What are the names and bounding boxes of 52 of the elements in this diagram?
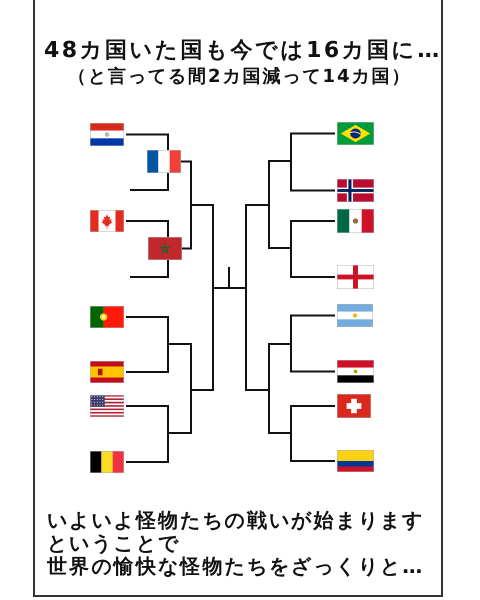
bracket-line	[228, 267, 230, 289]
flag-icon	[337, 209, 374, 233]
bracket-line	[190, 204, 214, 289]
flag-icon	[90, 210, 124, 232]
bracket-line	[268, 389, 292, 434]
flag-icon	[337, 122, 374, 145]
flag-icon	[90, 306, 124, 328]
bracket-line	[190, 287, 214, 391]
bracket-line	[181, 204, 192, 250]
bracket-line	[290, 132, 335, 162]
flag-icon	[90, 123, 124, 146]
bracket-line	[290, 314, 335, 345]
bracket-line	[126, 220, 169, 238]
bracket-line	[268, 160, 292, 206]
bracket-line	[245, 287, 270, 391]
bracket-line	[126, 134, 169, 151]
bracket-line	[167, 343, 192, 391]
bracket-line	[130, 259, 169, 278]
bracket-line	[290, 247, 335, 278]
title: 48カ国いた国も今では16カ国に…	[44, 40, 442, 62]
bracket-line	[290, 432, 335, 462]
flag-icon	[90, 451, 124, 473]
flag-icon	[337, 265, 374, 289]
bracket-line	[126, 405, 169, 434]
bracket-line	[130, 172, 169, 191]
flag-icon	[337, 304, 373, 327]
flag-icon	[90, 395, 124, 417]
bracket-line	[167, 389, 192, 434]
flag-icon	[147, 150, 181, 173]
bracket-line	[126, 343, 169, 373]
bracket-line	[290, 220, 335, 249]
bracket-line	[268, 343, 292, 391]
flag-icon	[337, 394, 371, 418]
bracket-line	[290, 343, 335, 372]
bracket-line	[290, 160, 335, 192]
subtitle: （と言ってる間2カ国減って14カ国）	[68, 68, 412, 86]
flag-icon	[337, 450, 374, 472]
body-text: ということで	[47, 533, 180, 553]
bracket-line	[245, 204, 270, 289]
body-text: いよいよ怪物たちの戦いが始まります	[47, 510, 424, 530]
body-text: 世界の愉快な怪物たちをざっくりと…	[47, 556, 424, 576]
bracket-line	[126, 432, 169, 463]
flag-icon	[337, 179, 374, 202]
bracket-line	[126, 316, 169, 345]
bracket-line	[268, 204, 292, 249]
bracket-line	[290, 405, 335, 434]
bracket-line	[228, 287, 247, 289]
flag-icon	[90, 361, 124, 383]
bracket-line	[212, 287, 230, 289]
flag-icon	[337, 360, 374, 383]
flag-icon	[148, 237, 182, 260]
bracket-line	[180, 160, 192, 206]
